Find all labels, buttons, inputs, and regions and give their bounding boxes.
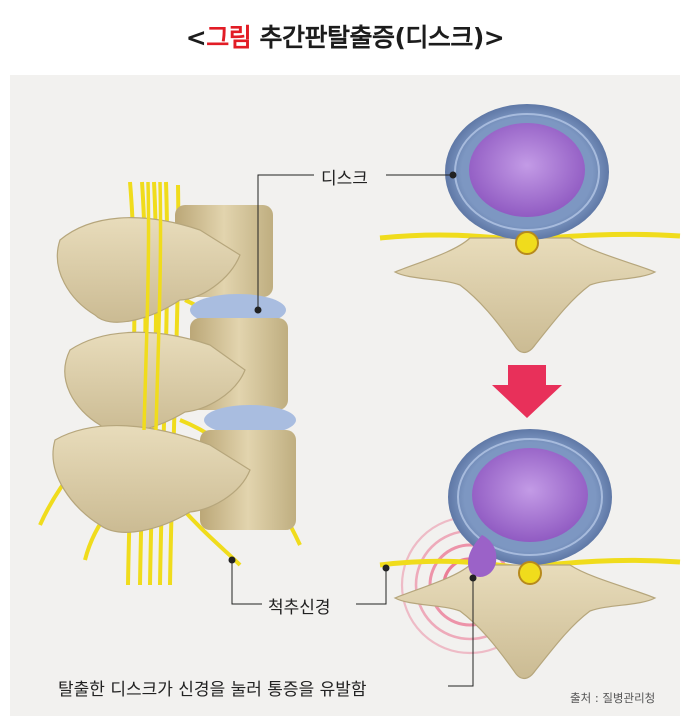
vertebra-axial-top bbox=[393, 237, 657, 354]
leader-lines bbox=[228, 171, 477, 687]
leader-nerve-left bbox=[231, 560, 262, 605]
title-prefix: 그림 bbox=[206, 23, 252, 52]
page-title: <그림 추간판탈출증(디스크)> bbox=[0, 18, 690, 54]
herniated-disc-axial bbox=[379, 429, 681, 680]
spinal-nerve-label: 척추신경 bbox=[268, 598, 331, 618]
spine-side-view bbox=[38, 181, 302, 586]
herniated-nucleus bbox=[468, 535, 497, 577]
nucleus-top bbox=[469, 123, 585, 217]
leader-caption bbox=[448, 578, 474, 687]
vertebra-process-2 bbox=[64, 331, 246, 433]
source-credit: 출처 : 질병관리청 bbox=[570, 691, 656, 705]
caption-label: 탈출한 디스크가 신경을 눌러 통증을 유발함 bbox=[58, 680, 367, 700]
leader-nerve-right bbox=[356, 568, 387, 605]
nucleus-bottom bbox=[472, 448, 588, 542]
vertebra-process-3 bbox=[52, 424, 251, 533]
leader-disc-left bbox=[257, 174, 314, 310]
vertebra-axial-bottom bbox=[393, 564, 657, 680]
spinal-cord-bottom bbox=[518, 561, 542, 585]
spinal-cord-top bbox=[515, 231, 539, 255]
title-bracket-open: < bbox=[185, 23, 207, 52]
disc-label: 디스크 bbox=[321, 169, 368, 189]
title-bracket-close: > bbox=[483, 23, 505, 52]
title-main: 추간판탈출증(디스크) bbox=[259, 23, 484, 52]
disc-side-2 bbox=[204, 405, 296, 435]
normal-disc-axial bbox=[379, 104, 681, 354]
down-arrow-icon bbox=[492, 365, 562, 418]
